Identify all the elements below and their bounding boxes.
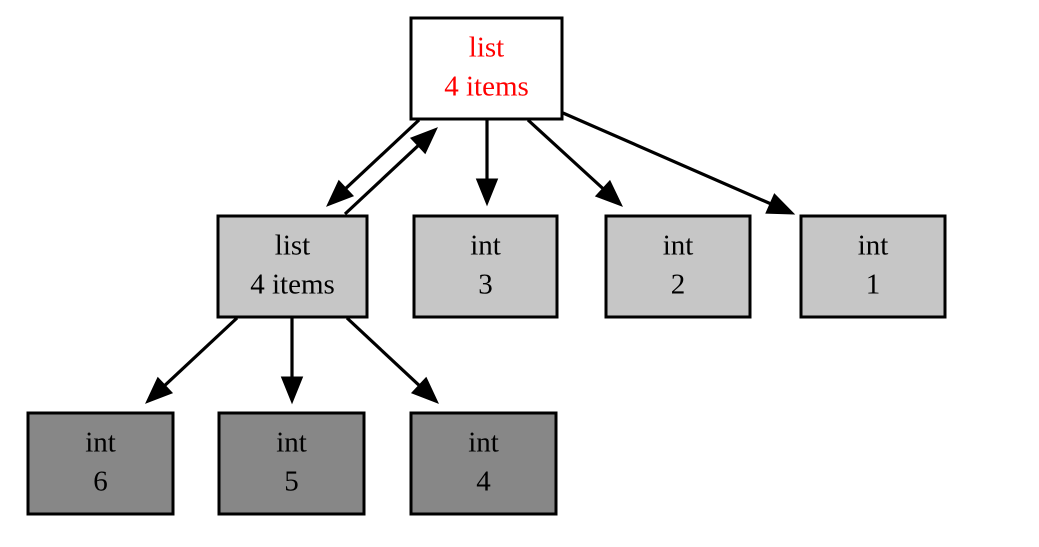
edge-root-list-to-child-list-shaft [340,118,421,194]
edge-child-list-to-int-4-shaft [345,316,425,391]
node-int-3-value-label: 3 [478,268,493,300]
node-int-3[interactable]: int 3 [412,214,559,319]
edge-root-list-to-int-2-shaft [526,118,609,194]
node-int-2-type-label: int [663,229,694,261]
node-int-1-value-label: 1 [866,268,881,300]
edge-child-list-to-int-5-arrowhead [280,376,304,405]
edge-root-list-to-int-2-arrowhead [594,179,623,207]
node-root-list[interactable]: list 4 items [409,16,564,121]
node-int-2-value-label: 2 [671,268,686,300]
node-int-4-type-label: int [468,426,499,458]
node-child-list-value-label: 4 items [250,268,335,300]
node-int-6-box[interactable] [26,411,175,516]
edges-layer [145,111,796,405]
edge-root-list-to-child-list [326,118,421,207]
node-int-5-box[interactable] [217,411,366,516]
node-root-list-value-label: 4 items [444,70,529,102]
edge-root-list-to-int-1-arrowhead [765,193,796,215]
edge-root-list-to-int-3 [475,120,499,207]
node-child-list-type-label: list [275,229,310,261]
edge-child-list-to-root-list [343,127,438,216]
node-int-2[interactable]: int 2 [604,214,752,319]
node-int-1-type-label: int [858,229,889,261]
node-int-3-box[interactable] [412,214,559,319]
edge-child-list-to-int-6-arrowhead [145,376,174,404]
node-int-5-type-label: int [276,426,307,458]
node-int-6-type-label: int [85,426,116,458]
node-int-4[interactable]: int 4 [409,411,558,516]
node-int-3-type-label: int [470,229,501,261]
node-int-5-value-label: 5 [284,465,299,497]
node-int-1-box[interactable] [799,214,947,319]
edge-root-list-to-int-3-arrowhead [475,178,499,207]
node-child-list[interactable]: list 4 items [216,214,369,319]
node-int-2-box[interactable] [604,214,752,319]
edge-child-list-to-int-4-arrowhead [410,376,439,404]
edge-root-list-to-int-1 [562,111,796,215]
edge-child-list-to-root-list-arrowhead [409,127,438,155]
edge-child-list-to-int-6-shaft [159,316,239,391]
node-root-list-box[interactable] [409,16,564,121]
edge-root-list-to-int-2 [526,118,623,207]
edge-child-list-to-int-4 [345,316,439,404]
node-int-4-value-label: 4 [476,465,491,497]
node-root-list-type-label: list [469,31,504,63]
node-int-1[interactable]: int 1 [799,214,947,319]
edge-child-list-to-int-6 [145,316,239,404]
node-int-5[interactable]: int 5 [217,411,366,516]
node-int-4-box[interactable] [409,411,558,516]
edge-child-list-to-root-list-shaft [343,140,424,216]
node-child-list-box[interactable] [216,214,369,319]
edge-child-list-to-int-5 [280,318,304,405]
node-int-6[interactable]: int 6 [26,411,175,516]
edge-root-list-to-child-list-arrowhead [326,179,355,207]
edge-root-list-to-int-1-shaft [562,111,777,208]
node-int-6-value-label: 6 [93,465,108,497]
